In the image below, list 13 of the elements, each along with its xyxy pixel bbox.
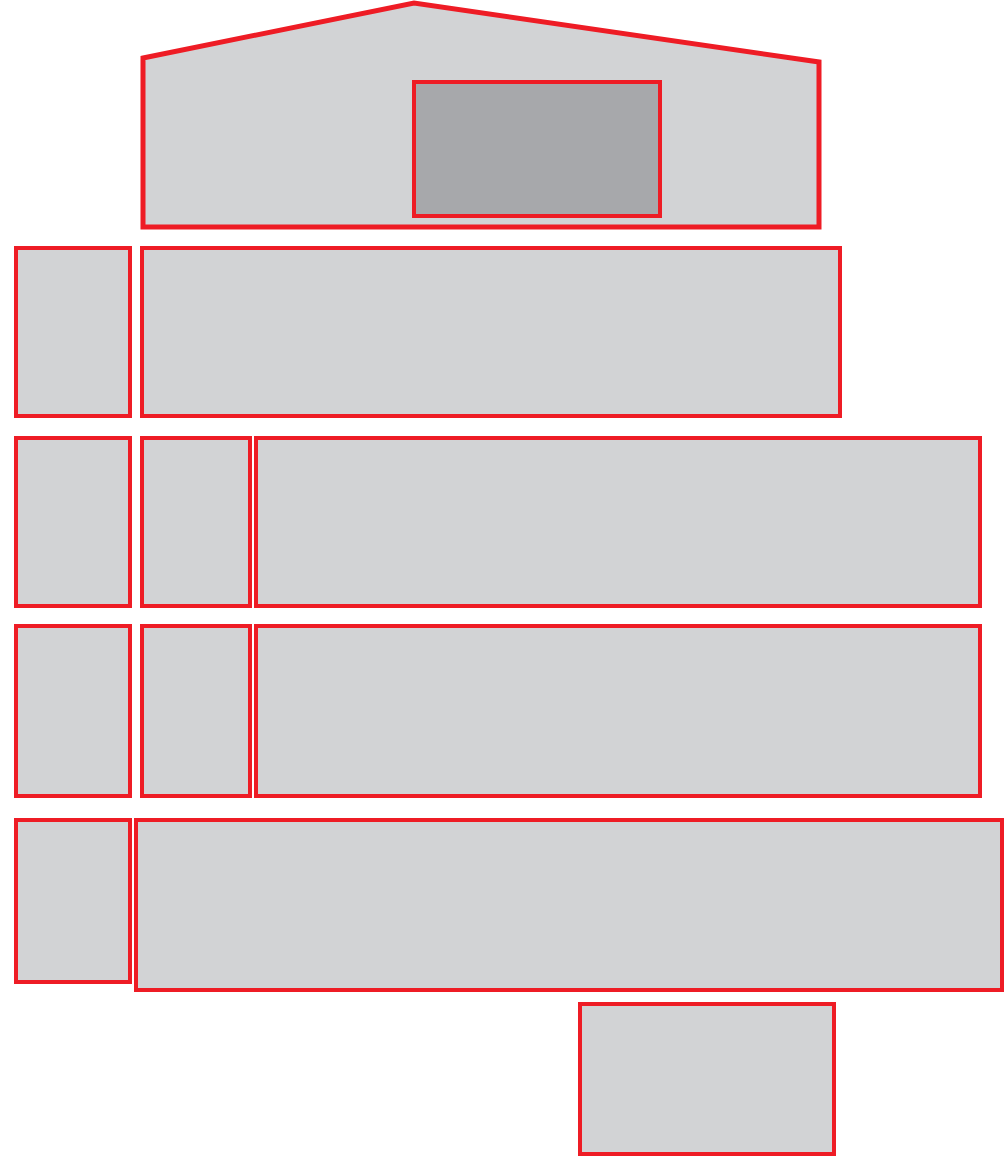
panel <box>14 246 132 418</box>
panel <box>140 436 252 608</box>
panel <box>14 436 132 608</box>
panel <box>140 624 252 798</box>
panel <box>254 436 982 608</box>
panel <box>254 624 982 798</box>
window-panel <box>412 80 662 218</box>
panel <box>14 624 132 798</box>
panel <box>140 246 842 418</box>
panel <box>14 818 132 984</box>
panel <box>578 1002 836 1156</box>
panel <box>134 818 1004 992</box>
gable-panel <box>140 0 822 230</box>
